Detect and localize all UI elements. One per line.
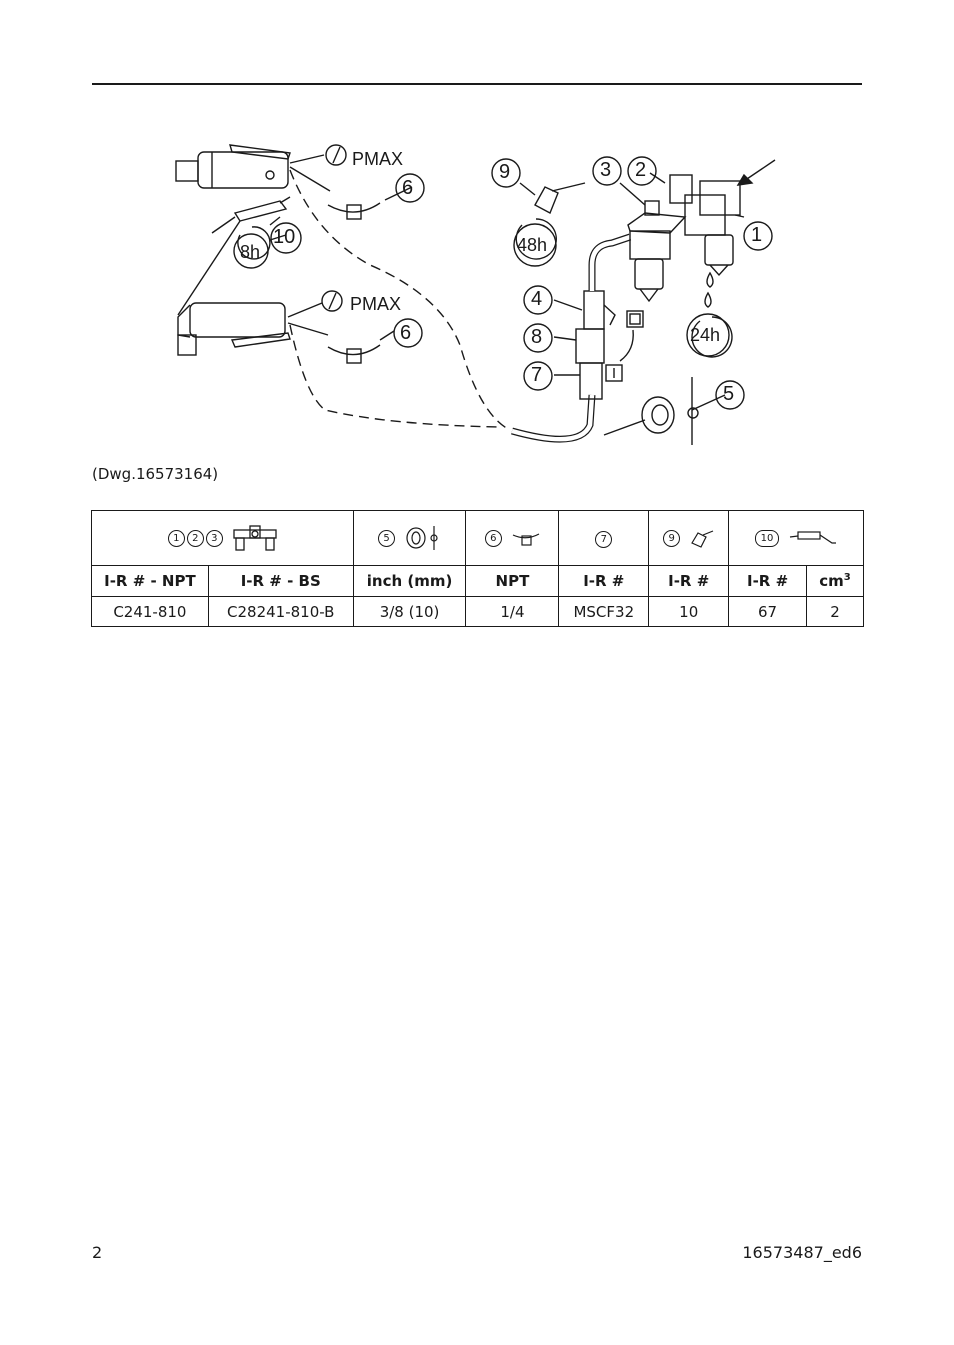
oil-can-icon [691, 530, 714, 548]
callout-2: 2 [635, 159, 647, 181]
ref-number: 1 [167, 529, 185, 547]
table-cell: 3/8 (10) [352, 596, 467, 627]
pressure-gauge-icon [321, 290, 343, 312]
diagram-svg [175, 144, 776, 445]
air-supply-diagram: 6 6 10 9 3 2 1 4 8 7 5 PMAX PMAX 8h 48h … [140, 125, 820, 460]
document-id: 16573487_ed6 [742, 1243, 862, 1262]
air-fitting-icon [327, 344, 381, 364]
top-rule [92, 83, 862, 85]
pmax-label-top: PMAX [352, 149, 404, 169]
interval-48h: 48h [517, 235, 548, 255]
callout-8: 8 [531, 326, 543, 348]
icon-cell-grease: 10 [728, 510, 864, 566]
table-cell: 2 [806, 596, 864, 627]
column-header: NPT [465, 565, 560, 597]
page-number: 2 [92, 1243, 103, 1262]
coupling-icon [579, 362, 603, 400]
callout-4: 4 [531, 288, 543, 310]
filter-regulator-lubricator-icon [627, 174, 741, 303]
interval-8h: 8h [240, 242, 261, 262]
callout-10: 10 [273, 226, 296, 248]
ref-number: 7 [595, 530, 613, 548]
oil-can-icon [534, 182, 586, 214]
icon-cell-hose: 5 [352, 510, 467, 566]
callout-6-top: 6 [402, 177, 414, 199]
unit-text: cm [819, 572, 844, 590]
table-cell: 67 [728, 596, 807, 627]
column-header: I-R # [648, 565, 730, 597]
column-header: I-R # [728, 565, 807, 597]
ref-number: 9 [663, 529, 681, 547]
ref-number: 5 [378, 529, 396, 547]
callout-1: 1 [751, 224, 763, 246]
grease-gun-icon [790, 531, 837, 544]
table-cell: 10 [648, 596, 730, 627]
icon-cell-oil: 9 [648, 510, 730, 566]
callout-6-bottom: 6 [400, 322, 412, 344]
air-fitting-icon [512, 533, 540, 546]
value-row: C241-810 C28241-810-B 3/8 (10) 1/4 MSCF3… [91, 596, 864, 627]
table-cell: C28241-810-B [207, 596, 354, 627]
unit-exponent: 3 [843, 572, 851, 583]
icon-cell-coupling: 7 [558, 510, 650, 566]
hose-diameter-icon [641, 396, 675, 434]
quick-coupler-icon [575, 328, 605, 364]
grease-gun-icon [211, 196, 291, 234]
ref-number: 10 [755, 529, 780, 547]
pmax-label-bottom: PMAX [350, 294, 402, 314]
callout-9: 9 [499, 161, 511, 183]
hose-diameter-icon [406, 526, 438, 550]
air-fitting-icon [327, 202, 381, 220]
straight-tool-icon [175, 144, 291, 189]
filter-regulator-lubricator-icon [233, 525, 277, 551]
table-cell: 1/4 [465, 596, 560, 627]
column-header: inch (mm) [352, 565, 467, 597]
angle-tool-icon [177, 302, 291, 356]
column-header: I-R # - NPT [91, 565, 209, 597]
ref-number: 2 [186, 529, 204, 547]
ref-number: 6 [484, 529, 502, 547]
pressure-gauge-icon [325, 144, 347, 166]
callout-3: 3 [600, 159, 612, 181]
callout-5: 5 [723, 383, 735, 405]
drawing-caption: (Dwg.16573164) [92, 465, 219, 483]
table-cell: C241-810 [91, 596, 209, 627]
column-header-volume: cm3 [806, 565, 864, 597]
callout-7: 7 [531, 364, 543, 386]
icon-cell-fitting: 6 [465, 510, 560, 566]
ref-number: 3 [205, 529, 223, 547]
column-header: I-R # - BS [207, 565, 354, 597]
column-header: I-R # [558, 565, 650, 597]
header-row: I-R # - NPT I-R # - BS inch (mm) NPT I-R… [91, 565, 864, 597]
table-cell: MSCF32 [558, 596, 650, 627]
interval-24h: 24h [690, 325, 721, 345]
